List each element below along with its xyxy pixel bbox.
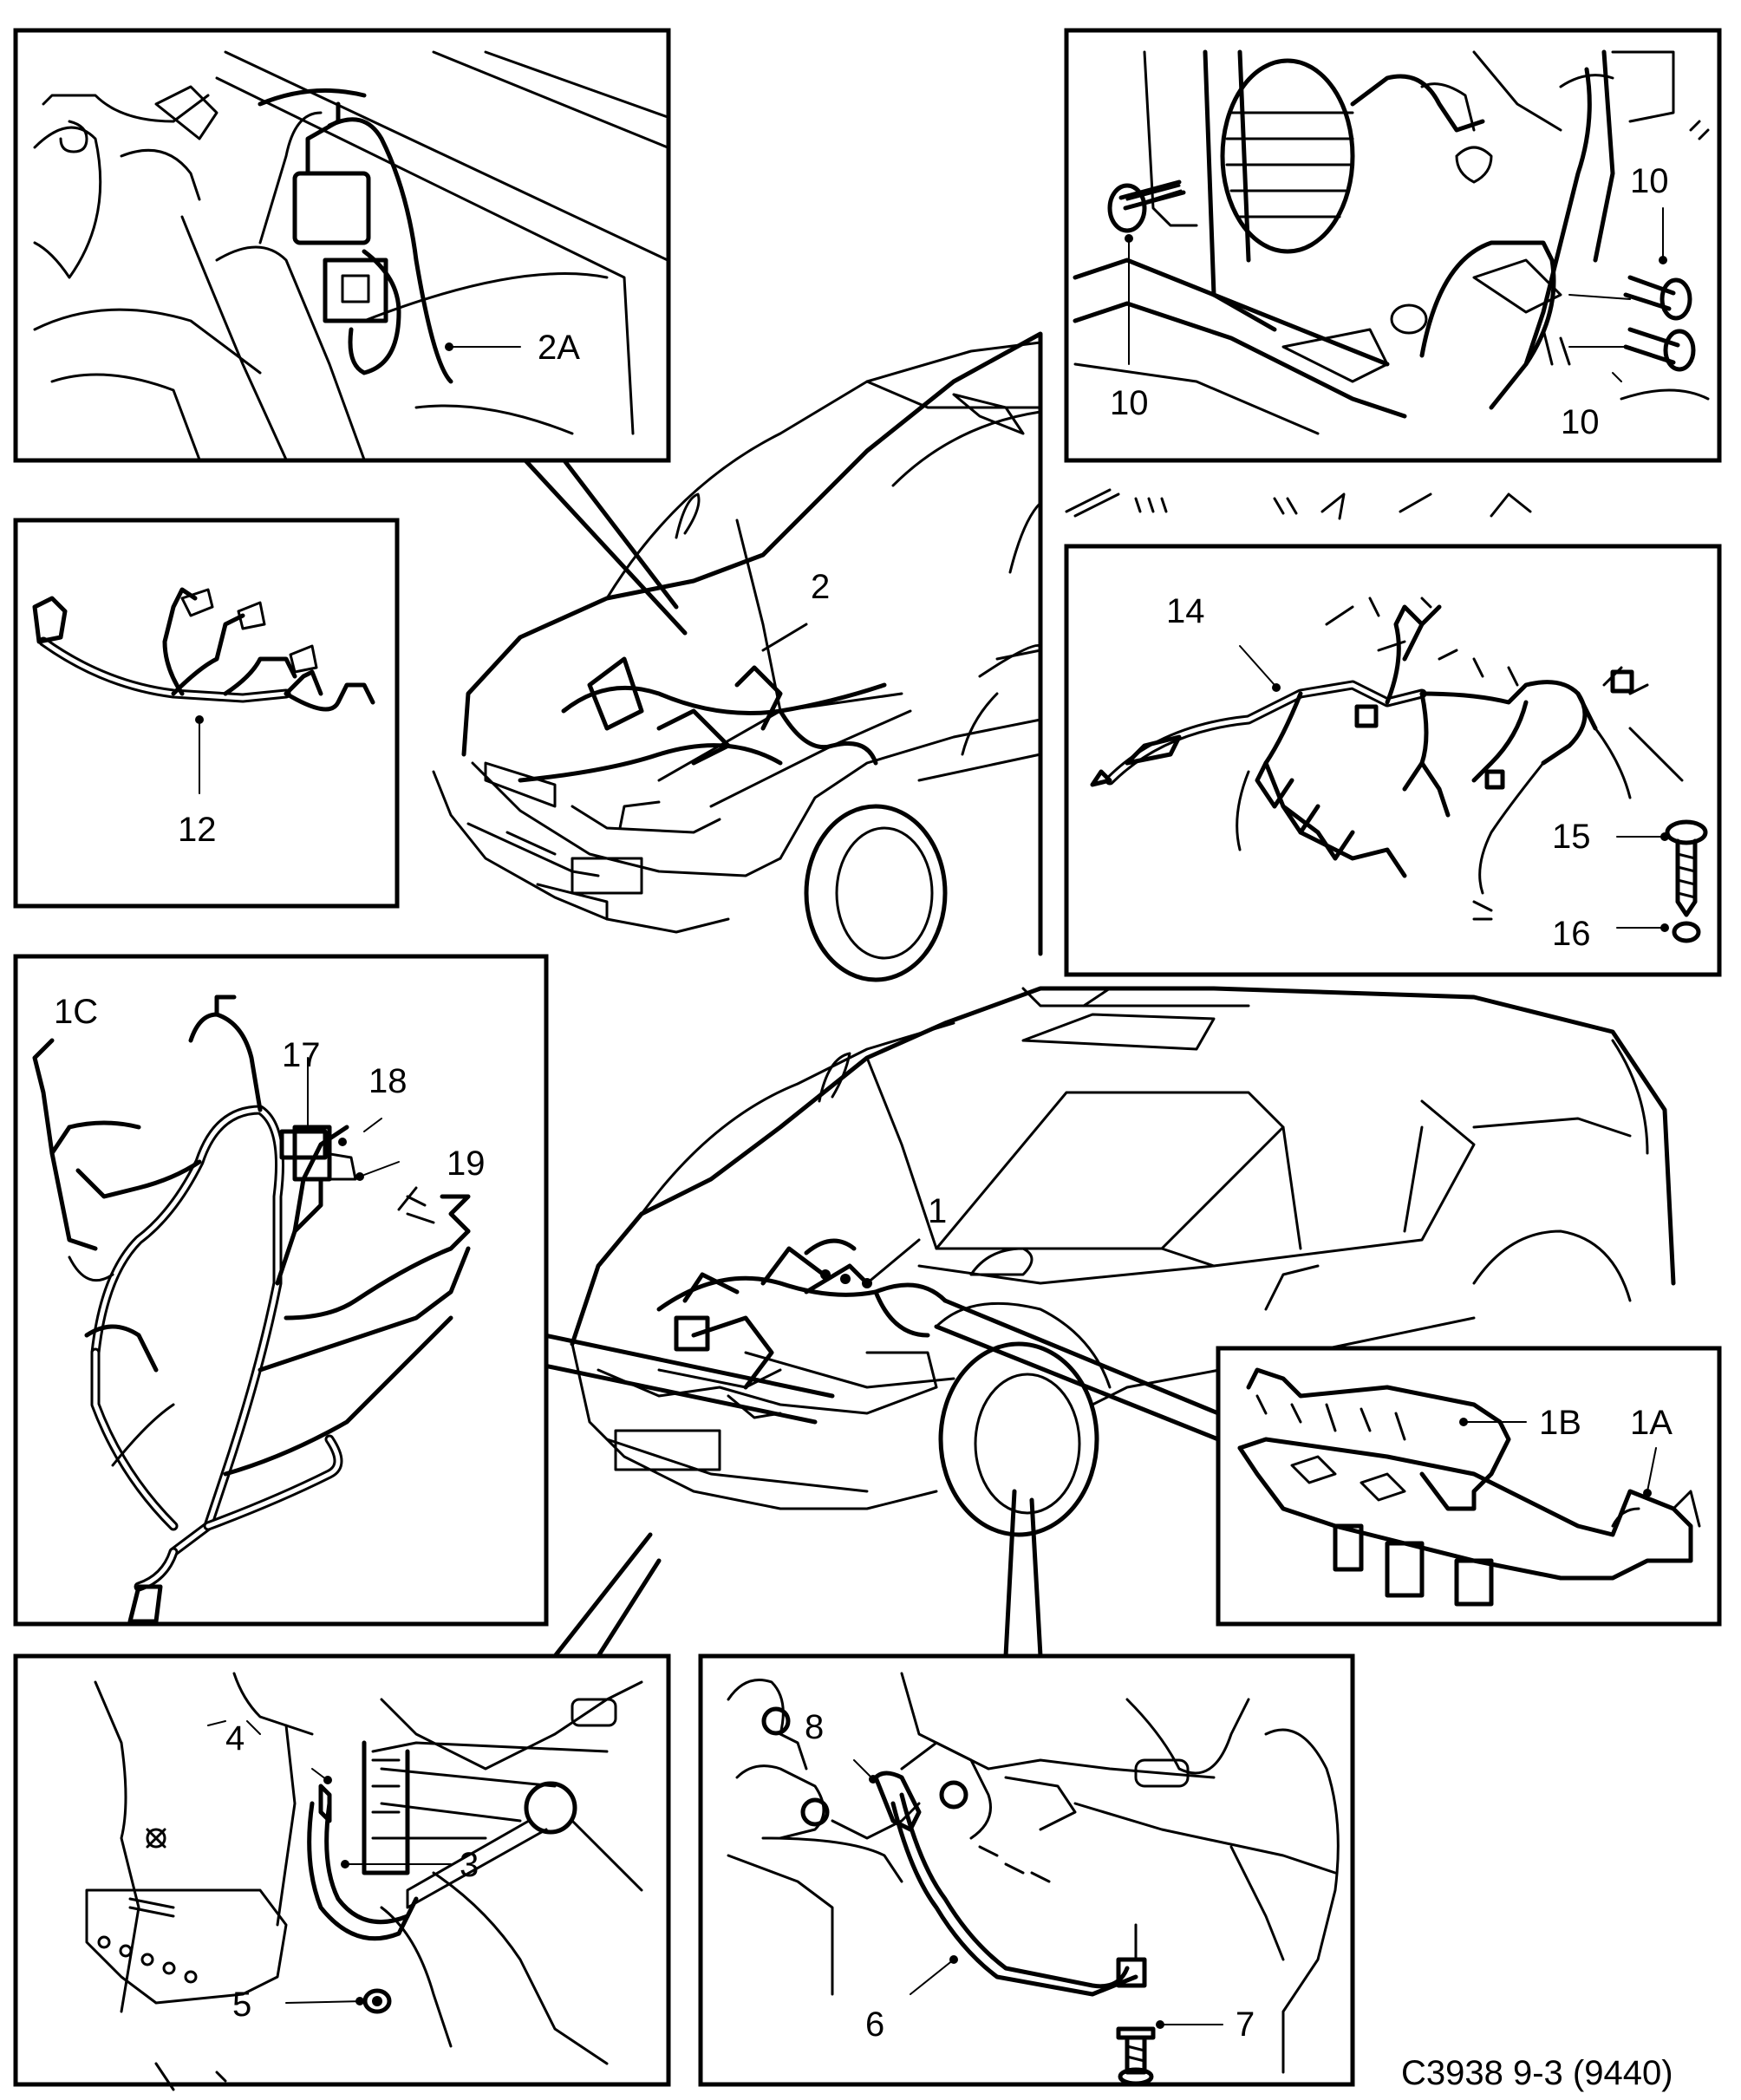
leader-1AB bbox=[934, 1298, 1221, 1442]
box-14: 14 15 16 bbox=[1064, 544, 1722, 977]
callout-10-bottom-right: 10 bbox=[1561, 403, 1600, 441]
box-2A: 2A bbox=[13, 28, 671, 463]
leader-1 bbox=[865, 1238, 921, 1285]
callout-8: 8 bbox=[805, 1708, 824, 1746]
callout-17: 17 bbox=[282, 1036, 321, 1074]
callout-3: 3 bbox=[460, 1846, 479, 1884]
leader-6 bbox=[1003, 1489, 1043, 1659]
callout-2: 2 bbox=[811, 568, 830, 606]
box-3-4-5: 3 4 5 bbox=[13, 1653, 671, 2091]
callout-2A: 2A bbox=[538, 329, 580, 367]
callout-1: 1 bbox=[928, 1192, 947, 1230]
callout-4: 4 bbox=[225, 1719, 245, 1758]
callout-14: 14 bbox=[1166, 592, 1205, 630]
callout-1A: 1A bbox=[1630, 1404, 1673, 1442]
box-1C: 1C 17 18 19 bbox=[13, 954, 549, 1627]
callout-10-left: 10 bbox=[1110, 384, 1149, 422]
callout-1B: 1B bbox=[1539, 1404, 1581, 1442]
reference-code: C3938 9-3 (9440) bbox=[1401, 2054, 1673, 2092]
callout-1C: 1C bbox=[54, 993, 98, 1031]
rear-body-marks bbox=[1065, 488, 1532, 520]
lower-car-illustration bbox=[570, 986, 1676, 1537]
leader-2 bbox=[761, 623, 808, 652]
leader-1C bbox=[542, 1333, 835, 1425]
callout-10-top-right: 10 bbox=[1630, 162, 1669, 200]
callout-6: 6 bbox=[865, 2005, 884, 2044]
box-12: 12 bbox=[13, 518, 400, 909]
callout-19: 19 bbox=[447, 1145, 486, 1183]
upper-car-illustration bbox=[432, 331, 1043, 982]
callout-16: 16 bbox=[1552, 915, 1591, 953]
box-1AB: 1B 1A bbox=[1216, 1346, 1722, 1627]
callout-15: 15 bbox=[1552, 818, 1591, 856]
callout-5: 5 bbox=[232, 1986, 251, 2024]
callout-12: 12 bbox=[178, 811, 217, 849]
callout-18: 18 bbox=[368, 1062, 408, 1100]
leader-3 bbox=[552, 1532, 662, 1659]
box-10: 10 10 10 bbox=[1064, 28, 1722, 463]
callout-7: 7 bbox=[1236, 2005, 1255, 2044]
box-6-7-8: 6 7 8 bbox=[698, 1653, 1355, 2087]
leader-2A bbox=[522, 457, 688, 636]
